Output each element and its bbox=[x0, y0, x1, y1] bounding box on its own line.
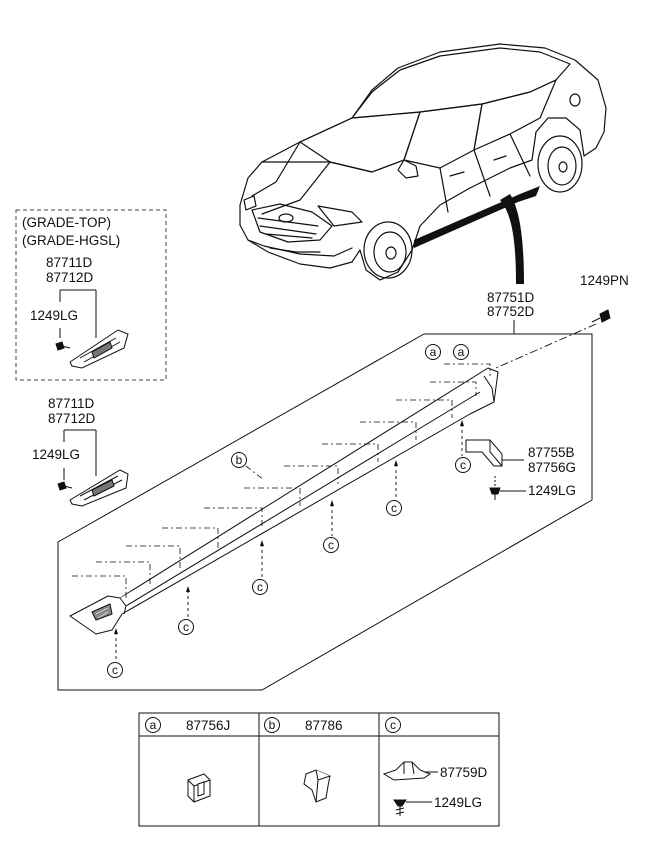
garnish-top-screw: 1249LG bbox=[30, 308, 79, 323]
screw-c-icon bbox=[393, 799, 432, 816]
table-code-screw-c: 1249LG bbox=[434, 795, 483, 810]
callout-c: c bbox=[386, 500, 402, 516]
table-callout-a: a bbox=[145, 717, 161, 733]
car-illustration bbox=[239, 43, 607, 281]
bracket-screw-label: 1249LG bbox=[528, 483, 577, 498]
sill-part-1: 87751D bbox=[487, 290, 535, 305]
callout-c: c bbox=[252, 579, 268, 595]
sill-part-2: 87752D bbox=[487, 304, 535, 319]
bracket-part-2: 87756G bbox=[528, 460, 577, 475]
sill-pointer-arrow bbox=[500, 194, 524, 284]
garnish-top-part-2: 87712D bbox=[46, 270, 94, 285]
c-clip-leaders bbox=[115, 424, 463, 660]
table-callout-c: c bbox=[385, 717, 401, 733]
right-screw-label: 1249PN bbox=[580, 273, 629, 288]
table-code-a: 87756J bbox=[186, 718, 231, 733]
parts-table bbox=[138, 712, 500, 827]
garnish-top-part-1: 87711D bbox=[46, 255, 93, 270]
table-code-clip-c: 87759D bbox=[440, 765, 488, 780]
garnish-mid-part-2: 87712D bbox=[48, 411, 96, 426]
screw-1249pn bbox=[591, 309, 611, 323]
garnish-mid-group bbox=[57, 429, 129, 507]
callout-c: c bbox=[323, 537, 339, 553]
clip-b-icon bbox=[303, 769, 331, 803]
bracket-screw bbox=[489, 476, 526, 500]
callout-a: a bbox=[425, 344, 441, 360]
callout-c: c bbox=[455, 457, 471, 473]
garnish-mid-part-1: 87711D bbox=[48, 396, 95, 411]
callout-b: b bbox=[231, 452, 247, 468]
clip-arrowheads bbox=[114, 420, 464, 634]
rear-bracket bbox=[465, 439, 524, 467]
side-sill-molding bbox=[69, 367, 499, 635]
table-callout-b: b bbox=[264, 717, 280, 733]
clip-a-icon bbox=[187, 773, 211, 803]
garnish-top-group bbox=[55, 289, 129, 369]
screw-1249pn-leader bbox=[495, 323, 597, 369]
clip-c-icon bbox=[382, 761, 438, 781]
garnish-mid-screw: 1249LG bbox=[32, 447, 81, 462]
callout-a: a bbox=[453, 344, 469, 360]
bracket-part-1: 87755B bbox=[528, 445, 575, 460]
callout-c: c bbox=[107, 662, 123, 678]
clip-guides bbox=[72, 363, 491, 598]
assembly-frame bbox=[57, 333, 593, 691]
callout-c: c bbox=[178, 619, 194, 635]
grade-hgsl-label: (GRADE-HGSL) bbox=[22, 233, 121, 248]
grade-option-box bbox=[15, 209, 167, 381]
table-code-b: 87786 bbox=[305, 718, 343, 733]
grade-top-label: (GRADE-TOP) bbox=[22, 215, 112, 230]
